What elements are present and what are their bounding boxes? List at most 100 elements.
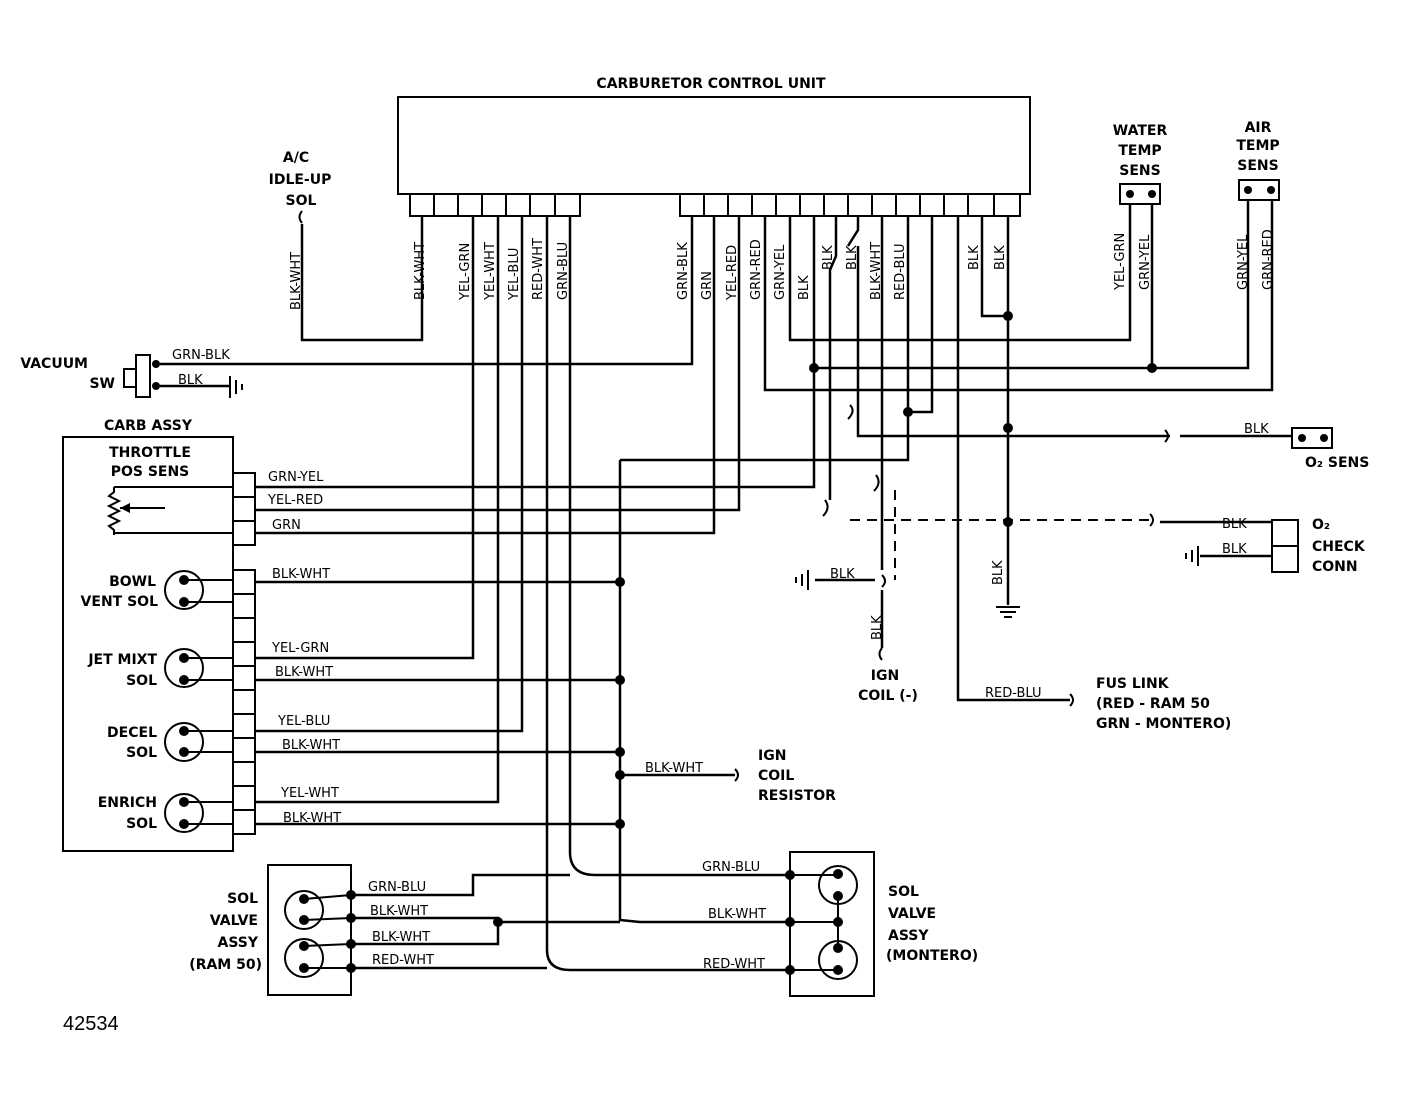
bowl-vent-label-1: BOWL (109, 574, 156, 590)
decel-label-1: DECEL (107, 725, 157, 741)
wire-label: GRN-BLU (702, 860, 760, 875)
carburetor-control-unit: CARBURETOR CONTROL UNIT (397, 76, 1031, 217)
carb-assy-label: CARB ASSY (104, 418, 193, 434)
o2-check-connector: BLK BLK O₂ CHECK CONN (1222, 517, 1366, 575)
wire-label: BLK (993, 245, 1008, 270)
wire-label: YEL-WHT (280, 786, 339, 801)
ac-idle-label-3: SOL (286, 193, 317, 209)
wire-label: YEL-BLU (277, 714, 330, 729)
wire-label: BLK-WHT (372, 930, 430, 945)
air-temp-label-2: TEMP (1236, 138, 1279, 154)
resistor-label-2: COIL (758, 768, 794, 784)
ram-label-2: VALVE (210, 913, 258, 929)
montero-label-2: VALVE (888, 906, 936, 922)
wire-label: YEL-RED (725, 245, 740, 301)
wire-label: BLK (1222, 517, 1247, 532)
wire-label: BLK (870, 615, 885, 640)
wire-label: BLK (845, 245, 860, 270)
wire-label: RED-WHT (531, 238, 546, 300)
ac-idle-label-2: IDLE-UP (269, 172, 332, 188)
wire-label: YEL-GRN (458, 243, 473, 301)
wire-label: BLK-WHT (645, 761, 703, 776)
air-temp-label-1: AIR (1245, 120, 1272, 136)
fusible-link: RED-BLU FUS LINK (RED - RAM 50 GRN - MON… (985, 676, 1231, 732)
wire-label: BLK-WHT (282, 738, 340, 753)
wire-label: GRN-BLU (556, 242, 571, 300)
wire-label: GRN-YEL (268, 470, 324, 485)
sol-valve-ram50: SOL VALVE ASSY (RAM 50) GRN-BLU BLK-WHT … (189, 864, 620, 996)
resistor-label-1: IGN (758, 748, 786, 764)
wire-label: BLK-WHT (272, 567, 330, 582)
ccu-right-wire-labels: GRN-BLK GRN YEL-RED GRN-RED GRN-YEL BLK … (676, 239, 1008, 301)
wiring (160, 200, 1292, 972)
ac-idle-label-1: A/C (283, 150, 309, 166)
montero-label-4: (MONTERO) (886, 948, 978, 964)
jet-mixt-label-1: JET MIXT (87, 652, 157, 668)
water-temp-label-1: WATER (1113, 123, 1168, 139)
fus-link-label-3: GRN - MONTERO) (1096, 716, 1231, 732)
wire-label: BLK (967, 245, 982, 270)
vacuum-label-2: SW (89, 376, 115, 392)
wire-label: BLK (830, 567, 855, 582)
wire-label: GRN-RED (1261, 229, 1276, 290)
wire-label: BLK (1222, 542, 1247, 557)
o2-check-label-3: CONN (1312, 559, 1358, 575)
wire-label: GRN-BLK (676, 242, 691, 300)
wire-label: BLK (821, 245, 836, 270)
ram-label-1: SOL (227, 891, 258, 907)
o2-sensor: BLK O₂ SENS (1244, 422, 1369, 471)
wire-label: GRN-RED (749, 239, 764, 300)
wire-label: YEL-WHT (483, 242, 498, 301)
wire-label: BLK-WHT (869, 242, 884, 300)
wire-label: GRN-YEL (773, 244, 788, 300)
wire-label: BLK-WHT (370, 904, 428, 919)
wire-label: YEL-RED (267, 493, 323, 508)
wire-label: BLK-WHT (283, 811, 341, 826)
wire-label: RED-WHT (703, 957, 765, 972)
figure-number: 42534 (63, 1013, 119, 1035)
wire-label: BLK (178, 373, 203, 388)
wire-label: GRN-YEL (1138, 234, 1153, 290)
enrich-label-2: SOL (126, 816, 157, 832)
ign-coil-label-2: COIL (-) (858, 688, 918, 704)
ram-label-4: (RAM 50) (189, 957, 262, 973)
vacuum-switch: VACUUM SW GRN-BLK BLK (20, 348, 243, 398)
jet-mixt-label-2: SOL (126, 673, 157, 689)
wire-label: GRN (700, 271, 715, 300)
o2-check-label-1: O₂ (1312, 517, 1330, 533)
wire-label: BLK (1244, 422, 1269, 437)
wire-label: GRN (272, 518, 301, 533)
resistor-label-3: RESISTOR (758, 788, 836, 804)
wire-label: BLK (991, 560, 1006, 585)
carb-assembly: CARB ASSY THROTTLE POS SENS BOWL VENT SO… (62, 418, 341, 852)
wire-label: BLK-WHT (275, 665, 333, 680)
air-temp-sensor: AIR TEMP SENS GRN-YEL GRN-RED (1236, 120, 1280, 290)
montero-label-1: SOL (888, 884, 919, 900)
wire-label: YEL-BLU (507, 248, 522, 301)
wire-label: BLK-WHT (708, 907, 766, 922)
wire-label: YEL-GRN (271, 641, 329, 656)
wire-label: BLK-WHT (289, 252, 304, 310)
wire-label: BLK-WHT (413, 242, 428, 300)
wire-label: GRN-BLU (368, 880, 426, 895)
wire-label: RED-BLU (985, 686, 1042, 701)
throttle-label-1: THROTTLE (109, 445, 191, 461)
ccu-title: CARBURETOR CONTROL UNIT (596, 76, 826, 92)
ign-coil: BLK BLK IGN COIL (-) (830, 567, 918, 704)
water-temp-label-3: SENS (1119, 163, 1160, 179)
wire-label: YEL-GRN (1113, 233, 1128, 291)
fus-link-label-1: FUS LINK (1096, 676, 1170, 692)
ram-label-3: ASSY (217, 935, 258, 951)
ign-coil-resistor: BLK-WHT IGN COIL RESISTOR (645, 748, 836, 804)
water-temp-label-2: TEMP (1118, 143, 1161, 159)
wire-label: BLK (797, 275, 812, 300)
ac-idle-up-solenoid: A/C IDLE-UP SOL BLK-WHT (269, 150, 332, 310)
air-temp-label-3: SENS (1237, 158, 1278, 174)
wire-label: RED-WHT (372, 953, 434, 968)
wire-label: RED-BLU (893, 243, 908, 300)
o2-check-label-2: CHECK (1312, 539, 1366, 555)
decel-label-2: SOL (126, 745, 157, 761)
water-temp-sensor: WATER TEMP SENS YEL-GRN GRN-YEL (1113, 123, 1168, 291)
throttle-label-2: POS SENS (111, 464, 190, 480)
